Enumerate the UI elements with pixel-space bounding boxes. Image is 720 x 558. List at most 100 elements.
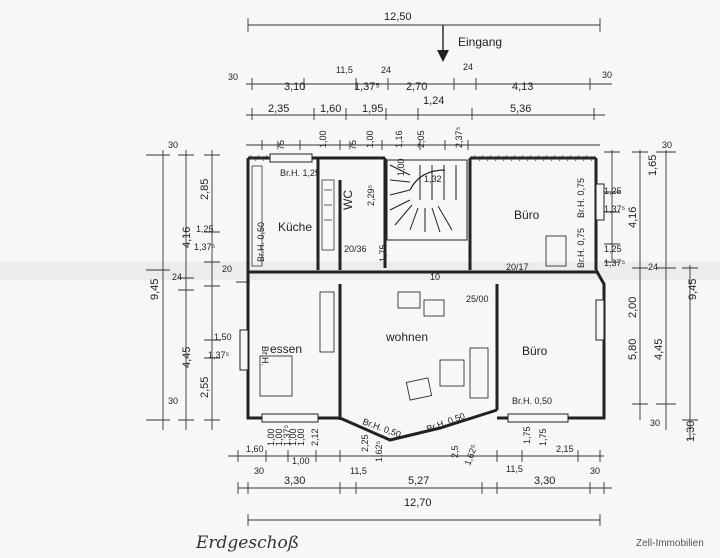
dim-label: 2,37⁵: [454, 126, 464, 148]
dim-label: 4,13: [512, 81, 533, 93]
dim-label: 30: [662, 140, 672, 150]
dim-label: 1,75: [522, 426, 532, 444]
dim-label: 11,5: [336, 65, 353, 75]
annotation: Br.H. 0,75: [576, 228, 586, 268]
dim-label: 24: [463, 62, 473, 72]
dim-label: 1,37⁵: [604, 204, 626, 214]
room-label-office-top: Büro: [514, 208, 540, 222]
dim-label: 3,30: [534, 475, 555, 487]
dim-label: 5,36: [510, 103, 531, 115]
dim-label: 4,16: [181, 227, 193, 248]
dim-label: 1,30: [685, 421, 697, 442]
dim-label: 24: [172, 272, 182, 282]
dim-label: 2,5: [450, 445, 460, 458]
armchair: [423, 299, 445, 317]
dim-label: 1,37⁵: [604, 258, 626, 268]
dim-label: 1,25: [604, 244, 622, 254]
bottom-dim-labels: 1,60 1,00 1,00 1,00 2,25 1,62⁵ 2,5 1,62⁵…: [246, 424, 600, 487]
plan-title: Erdgeschoß: [195, 533, 299, 553]
room-label-office-bottom: Büro: [522, 344, 548, 358]
armchair: [397, 291, 421, 309]
top-dimensions: [246, 18, 612, 150]
dim-label: 11,5: [506, 464, 523, 474]
top-dim-row-3: 75 1,00 75 1,00 1,16 2,05 2,37⁵: [276, 126, 464, 150]
dim-label: 24: [381, 65, 391, 75]
annotation: 1,32: [424, 174, 442, 184]
annotation: Br.H. 0,50: [256, 222, 266, 262]
annotation: Br.H. 1,25: [280, 168, 320, 178]
top-dim-row-1: 30 3,10 11,5 1,37⁵ 24 2,70 24 4,13 30: [228, 62, 612, 93]
dim-label: 1,75: [538, 428, 548, 446]
sideboard: [319, 291, 335, 353]
annotation: 20/36: [344, 244, 367, 254]
dim-label: 1,95: [362, 103, 383, 115]
dim-label: 2,05: [416, 130, 426, 148]
dim-label: 1,25: [196, 224, 214, 234]
top-dim-row-2: 2,35 1,60 1,95 1,24 5,36: [268, 95, 531, 115]
dim-label: 2,85: [199, 179, 211, 200]
dim-label: 9,45: [149, 279, 161, 300]
entrance-arrow: [437, 25, 449, 62]
right-dimensions: [604, 150, 698, 440]
dim-label: 5,27: [408, 475, 429, 487]
dim-label: 2,25: [360, 434, 370, 452]
entrance-label: Eingang: [458, 35, 502, 49]
dim-label: 1,60: [320, 103, 341, 115]
dim-label: 1,00: [288, 428, 298, 446]
desk: [545, 235, 567, 267]
dim-label: 1,37⁵: [194, 242, 216, 252]
annotation: Br.H.: [260, 346, 270, 366]
dim-label: 24: [648, 262, 658, 272]
annotation: 1,00: [396, 158, 406, 176]
dim-label: 1,00: [266, 428, 276, 446]
dim-label: 75: [348, 140, 358, 150]
dim-label: 1,37⁵: [208, 350, 230, 360]
dim-label: 3,30: [284, 475, 305, 487]
sofa: [469, 347, 489, 399]
dim-label: 1,50: [214, 332, 232, 342]
annotation: 2,29⁵: [366, 184, 376, 206]
armchair: [405, 377, 433, 401]
dim-label: 1,00: [296, 428, 306, 446]
staircase: [386, 159, 468, 241]
dim-label: 2,55: [199, 377, 211, 398]
annotation: 20: [222, 264, 232, 274]
dim-label: 4,45: [653, 339, 665, 360]
dim-label: 30: [168, 396, 178, 406]
dim-label: 30: [254, 466, 264, 476]
dim-label: 1,00: [365, 130, 375, 148]
dim-label: 1,24: [423, 95, 444, 107]
kitchen-counter: [251, 165, 335, 267]
room-label-living: wohnen: [385, 330, 428, 344]
annotation: 20/17: [506, 262, 529, 272]
dim-label: 5,80: [627, 339, 639, 360]
dim-label: 2,15: [556, 444, 574, 454]
left-dimensions: [146, 150, 250, 430]
dim-label: 2,12: [310, 428, 320, 446]
annotation: 1,75: [378, 244, 388, 262]
dim-label: 1,60: [246, 444, 264, 454]
watermark: Zell-Immobilien: [636, 538, 704, 549]
dim-label: 30: [602, 70, 612, 80]
dim-label: 4,45: [181, 347, 193, 368]
furniture: [259, 235, 567, 401]
dim-label: 2,35: [268, 103, 289, 115]
dim-label: 1,00: [292, 456, 310, 466]
dim-label: 75: [276, 140, 286, 150]
room-label-wc: WC: [341, 190, 355, 210]
dim-total-top: 12,50: [384, 11, 412, 23]
dim-label: 30: [228, 72, 238, 82]
dim-label: 3,10: [284, 81, 305, 93]
dining-table: [259, 355, 293, 397]
dim-label: 11,5: [350, 466, 367, 476]
coffee-table: [439, 359, 465, 387]
dim-label: 4,16: [627, 207, 639, 228]
dim-label: 1,37⁵: [354, 81, 380, 93]
dim-label: 1,62⁵: [374, 440, 384, 462]
right-dim-labels: 30 1,65 1,25 1,37⁵ 4,16 1,25 1,37⁵ 24 9,…: [604, 140, 699, 442]
dim-label: 9,45: [687, 279, 699, 300]
windows: [239, 153, 605, 423]
bottom-dimensions: [228, 450, 612, 526]
room-label-dining: essen: [270, 342, 302, 356]
